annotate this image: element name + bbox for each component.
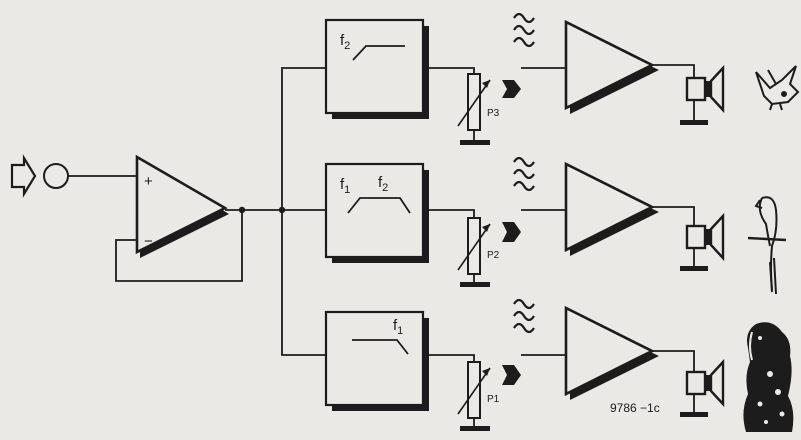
input-terminal <box>43 163 69 189</box>
bird-icon <box>755 65 800 111</box>
wire-amp3-out <box>652 350 695 372</box>
opamp-plus: + <box>144 173 153 190</box>
speaker-icon <box>680 360 725 417</box>
wire-low-out <box>423 354 475 362</box>
svg-text:f1: f1 <box>340 176 350 196</box>
wire-high-out <box>423 67 475 74</box>
wiper-arrow-p3 <box>502 67 566 98</box>
speaker-icon <box>680 214 725 271</box>
opamp: + − <box>135 154 229 258</box>
wiper-arrow-p2 <box>502 209 566 242</box>
wire-band-out <box>423 209 475 218</box>
input-arrow-icon <box>10 154 37 198</box>
wiper-arrow-p1 <box>502 354 566 385</box>
sound-wave-icon <box>512 12 536 48</box>
filter-low-pass: f1 <box>324 310 429 411</box>
amplifier-3 <box>564 305 659 400</box>
sound-wave-icon <box>512 298 536 334</box>
svg-text:f1: f1 <box>393 317 403 337</box>
potentiometer-p2: P2 <box>457 217 500 287</box>
pot-label-p2: P2 <box>487 250 500 261</box>
opamp-minus: − <box>144 233 153 250</box>
speaker-icon <box>680 66 725 125</box>
wire-amp2-out <box>652 206 695 226</box>
svg-text:f2: f2 <box>378 174 388 194</box>
filter-band-pass: f1 f2 <box>324 162 429 263</box>
svg-text:f2: f2 <box>340 32 350 52</box>
dog-icon <box>743 322 794 432</box>
feedback-wire <box>115 210 243 282</box>
amplifier-2 <box>564 161 659 256</box>
amplifier-1 <box>564 19 659 114</box>
potentiometer-p1: P1 <box>457 361 500 431</box>
figure-code: 9786 −1c <box>610 401 660 415</box>
sound-wave-icon <box>512 156 536 192</box>
distribution-bus <box>281 67 326 356</box>
parrot-icon <box>747 196 787 295</box>
pot-label-p1: P1 <box>487 394 500 405</box>
filter-high-pass: f2 <box>324 18 429 119</box>
wire-amp1-out <box>652 64 695 78</box>
potentiometer-p3: P3 <box>457 73 500 145</box>
pot-label-p3: P3 <box>487 108 500 119</box>
